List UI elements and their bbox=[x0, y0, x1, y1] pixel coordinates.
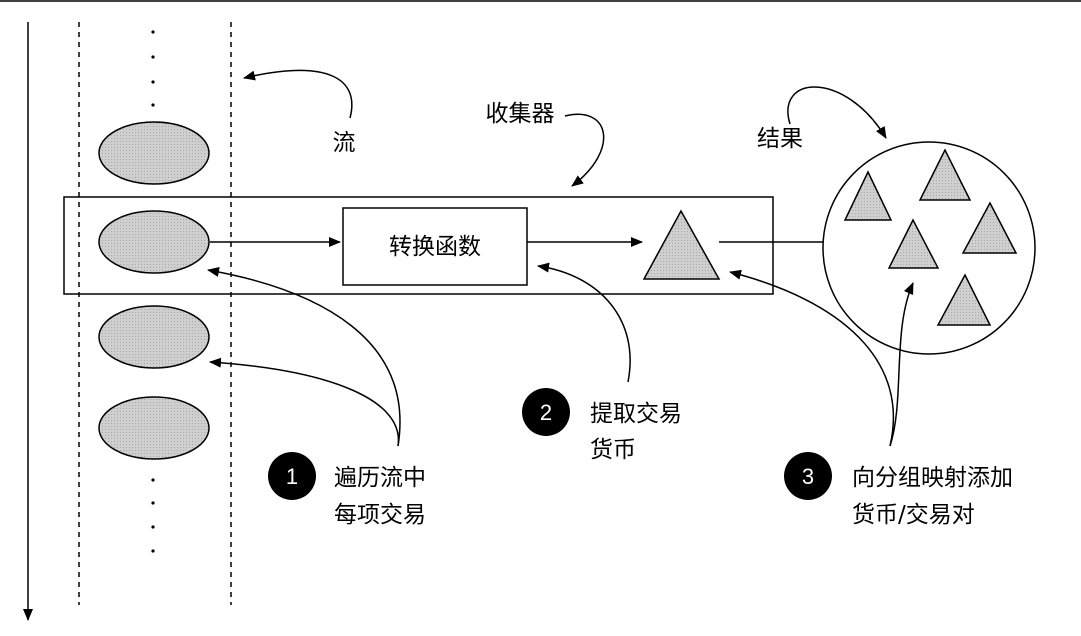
callout-3-pointer-b bbox=[889, 282, 914, 447]
transform-function-box bbox=[342, 207, 528, 286]
collector-label: 收集器 bbox=[486, 101, 555, 127]
callout-3-line-1: 向分组映射添加 bbox=[852, 465, 1013, 491]
result-triangle bbox=[887, 218, 940, 269]
collector-label-pointer bbox=[564, 113, 605, 187]
callout-3-badge bbox=[784, 452, 832, 500]
callout-2-pointer bbox=[537, 262, 631, 383]
callout-1: 1 遍历流中 每项交易 bbox=[268, 452, 426, 528]
stream-continuation-dots-bottom bbox=[151, 478, 155, 553]
callout-1-number: 1 bbox=[286, 464, 298, 489]
result-triangle bbox=[918, 148, 972, 201]
stream-continuation-dots-top bbox=[151, 30, 155, 107]
callout-2-number: 2 bbox=[540, 400, 552, 425]
callout-2: 2 提取交易 货币 bbox=[522, 388, 682, 463]
stream-element bbox=[98, 396, 210, 460]
stream-label-pointer bbox=[243, 69, 353, 119]
result-label-pointer bbox=[787, 86, 887, 139]
result-triangle bbox=[936, 273, 992, 326]
transform-function-label: 转换函数 bbox=[389, 234, 481, 260]
stream-element bbox=[98, 305, 210, 369]
callout-1-badge bbox=[268, 452, 316, 500]
callout-3-pointer-a bbox=[729, 269, 895, 447]
stream-element bbox=[98, 121, 210, 185]
result-label: 结果 bbox=[757, 126, 803, 152]
stream-element-current bbox=[98, 210, 210, 274]
result-triangle bbox=[843, 170, 893, 221]
callout-2-line-2: 货币 bbox=[590, 437, 636, 463]
stream-label: 流 bbox=[333, 130, 356, 156]
callout-3-number: 3 bbox=[802, 464, 814, 489]
callout-1-pointer-a bbox=[207, 267, 401, 447]
callout-3: 3 向分组映射添加 货币/交易对 bbox=[784, 452, 1013, 528]
callout-1-pointer-b bbox=[209, 357, 400, 447]
callout-1-line-2: 每项交易 bbox=[334, 502, 426, 528]
callout-1-line-1: 遍历流中 bbox=[334, 465, 426, 491]
currency-key-triangle bbox=[642, 209, 721, 280]
result-triangle bbox=[961, 201, 1018, 254]
callout-3-line-2: 货币/交易对 bbox=[852, 502, 975, 528]
callout-2-line-1: 提取交易 bbox=[590, 401, 682, 427]
callout-2-badge bbox=[522, 388, 570, 436]
collector-box bbox=[63, 196, 774, 295]
